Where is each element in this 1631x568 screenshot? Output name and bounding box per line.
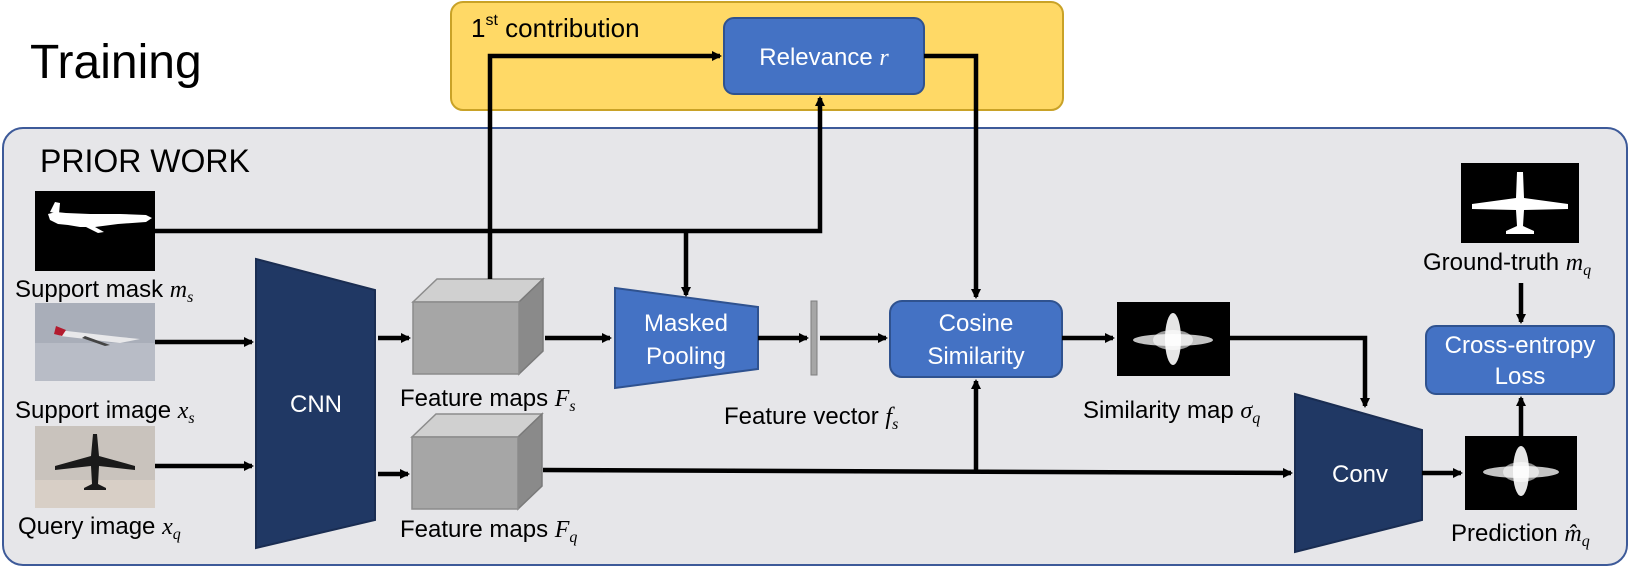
contribution-superscript: st bbox=[485, 12, 498, 29]
cnn-block bbox=[255, 257, 376, 550]
feature-maps-s-label: Feature maps Fs bbox=[400, 385, 576, 415]
feature-vector-text: Feature vector bbox=[724, 403, 879, 430]
similarity-map-text: Similarity map bbox=[1083, 397, 1234, 424]
feature-maps-q-text: Feature maps bbox=[400, 516, 548, 543]
query-image-symbol: x bbox=[161, 514, 173, 540]
ground-truth-image bbox=[1461, 163, 1579, 243]
relevance-label: Relevance r bbox=[759, 44, 889, 71]
support-image-sub: s bbox=[188, 410, 194, 427]
support-image-label: Support image xs bbox=[15, 397, 195, 427]
feature-vector-sub: s bbox=[892, 416, 898, 433]
support-mask-label: Support mask ms bbox=[15, 276, 193, 306]
prediction-label: Prediction m̂q bbox=[1451, 520, 1590, 550]
cross-entropy-box bbox=[1425, 325, 1615, 395]
masked-pooling-block bbox=[614, 286, 759, 390]
similarity-map-sub: q bbox=[1252, 410, 1260, 427]
relevance-symbol: r bbox=[879, 45, 889, 71]
contribution-number: 1 bbox=[471, 13, 485, 43]
feature-maps-q-symbol: F bbox=[554, 517, 570, 543]
prediction-symbol: m̂ bbox=[1564, 521, 1581, 547]
feature-maps-s-text: Feature maps bbox=[400, 385, 548, 412]
feature-maps-s-cube bbox=[411, 277, 545, 376]
contribution-label: 1st contribution bbox=[471, 12, 640, 43]
support-image bbox=[35, 303, 155, 381]
arrow-fs-to-relevance bbox=[487, 51, 722, 279]
support-image-symbol: x bbox=[177, 398, 189, 424]
cosine-similarity-line2: Similarity bbox=[927, 343, 1024, 370]
relevance-text: Relevance bbox=[759, 44, 872, 71]
feature-maps-q-sub: q bbox=[569, 529, 577, 546]
conv-block bbox=[1294, 392, 1423, 554]
query-image-text: Query image bbox=[18, 513, 155, 540]
query-image-label: Query image xq bbox=[18, 513, 181, 543]
support-mask-text: Support mask bbox=[15, 276, 164, 303]
cross-entropy-line1: Cross-entropy bbox=[1445, 332, 1596, 359]
arrow-fq-to-conv bbox=[542, 467, 1293, 478]
arrow-simmap-to-conv bbox=[1230, 335, 1370, 408]
feature-maps-s-symbol: F bbox=[554, 386, 570, 412]
feature-maps-q-cube bbox=[410, 412, 544, 511]
query-image-sub: q bbox=[173, 526, 181, 543]
support-image-text: Support image bbox=[15, 397, 171, 424]
prediction-image bbox=[1465, 436, 1577, 510]
ground-truth-symbol: m bbox=[1566, 250, 1583, 276]
prediction-text: Prediction bbox=[1451, 520, 1558, 547]
contribution-text: contribution bbox=[505, 13, 639, 43]
masked-pooling-line1: Masked bbox=[644, 310, 728, 337]
prediction-sub: q bbox=[1582, 533, 1590, 550]
cross-entropy-line2: Loss bbox=[1495, 363, 1546, 390]
feature-vector-label: Feature vector fs bbox=[724, 403, 898, 433]
arrow-mask-to-relevance bbox=[155, 96, 825, 234]
similarity-map-symbol: σ bbox=[1240, 398, 1253, 424]
cnn-label: CNN bbox=[290, 391, 342, 418]
feature-vector-symbol: f bbox=[885, 404, 895, 430]
support-mask-image bbox=[35, 191, 155, 271]
arrow-relevance-to-cosine bbox=[924, 53, 981, 299]
connectors bbox=[155, 51, 1526, 479]
prior-work-label: PRIOR WORK bbox=[40, 143, 250, 179]
similarity-map-image bbox=[1117, 302, 1230, 376]
feature-maps-s-sub: s bbox=[569, 398, 575, 415]
conv-label: Conv bbox=[1332, 461, 1388, 488]
ground-truth-text: Ground-truth bbox=[1423, 249, 1559, 276]
ground-truth-sub: q bbox=[1583, 262, 1591, 279]
feature-vector-bar bbox=[810, 300, 818, 376]
similarity-map-label: Similarity map σq bbox=[1083, 397, 1260, 427]
masked-pooling-line2: Pooling bbox=[646, 343, 726, 370]
support-mask-symbol: m bbox=[170, 277, 187, 303]
query-image bbox=[35, 426, 155, 508]
support-mask-sub: s bbox=[187, 289, 193, 306]
feature-maps-q-label: Feature maps Fq bbox=[400, 516, 577, 546]
diagram-title: Training bbox=[30, 36, 202, 89]
cosine-similarity-line1: Cosine bbox=[939, 310, 1014, 337]
ground-truth-label: Ground-truth mq bbox=[1423, 249, 1591, 279]
